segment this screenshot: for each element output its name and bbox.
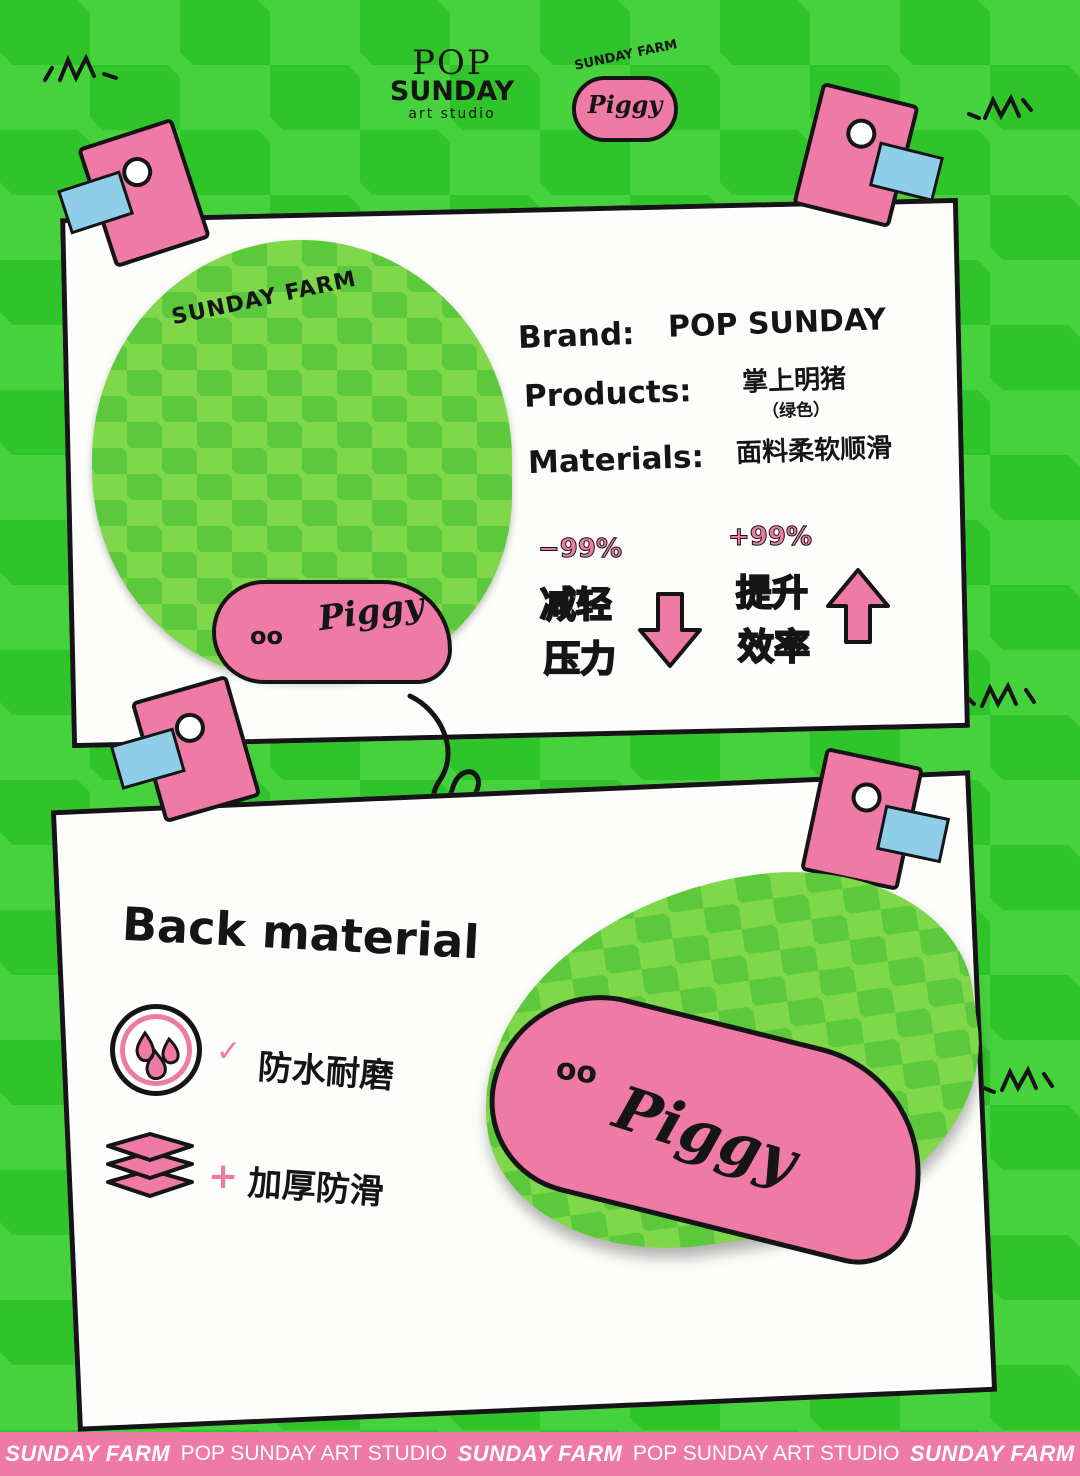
footer-item-studio: POP SUNDAY ART STUDIO <box>180 1442 448 1465</box>
stat-left-line2: 压力 <box>543 638 617 681</box>
products-label: Products: <box>523 373 693 415</box>
feature2-text: 加厚防滑 <box>246 1163 385 1213</box>
scribble-decoration-top-right <box>967 93 1033 121</box>
feature1-text: 防水耐磨 <box>256 1047 395 1097</box>
badge-pig-text: Piggy <box>587 90 663 119</box>
stat-right-line2: 效率 <box>737 626 811 669</box>
feature1-check-mark: ✓ <box>216 1034 242 1069</box>
logo-line-sunday: SUNDAY <box>389 76 515 107</box>
badge-top-text: SUNDAY FARM <box>573 37 679 74</box>
scribble-decoration-top-left <box>43 53 118 83</box>
scribble-decoration-mid-right <box>962 681 1036 709</box>
materials-value: 面料柔软顺滑 <box>735 433 893 469</box>
pad-pig-wrist-rest <box>212 580 452 684</box>
water-drops-icon <box>110 1004 202 1096</box>
layers-stack-icon <box>106 1132 194 1198</box>
stat-left-line1: 减轻 <box>539 584 613 627</box>
footer-item-sunday-farm: SUNDAY FARM <box>909 1441 1075 1466</box>
brand-label: Brand: <box>517 315 636 357</box>
arrow-down-icon <box>638 592 702 668</box>
pad-angled-pig-eyes: oo <box>553 1051 600 1092</box>
footer-item-sunday-farm: SUNDAY FARM <box>5 1441 171 1466</box>
footer-item-studio: POP SUNDAY ART STUDIO <box>632 1442 900 1465</box>
products-value: 掌上明猪 <box>741 364 847 398</box>
stat-right-line1: 提升 <box>735 572 809 615</box>
arrow-up-icon <box>826 568 890 644</box>
products-sub: （绿色） <box>761 399 831 423</box>
sunday-farm-piggy-badge: SUNDAY FARM Piggy <box>566 37 686 142</box>
feature2-plus-mark: + <box>208 1156 239 1197</box>
pop-sunday-logo: POP SUNDAY art studio <box>386 43 518 122</box>
footer-banner: SUNDAY FARM POP SUNDAY ART STUDIO SUNDAY… <box>0 1432 1080 1476</box>
footer-item-sunday-farm: SUNDAY FARM <box>457 1441 623 1466</box>
logo-line-pop: POP <box>412 43 492 83</box>
badge-pig-body <box>572 76 678 142</box>
stat-left-percent: −99% <box>537 534 623 565</box>
scribble-decoration-lower-right <box>982 1065 1054 1094</box>
materials-label: Materials: <box>527 438 705 482</box>
logo-line-studio: art studio <box>408 106 496 122</box>
pad-pig-eyes: oo <box>250 622 283 650</box>
stat-right-percent: +99% <box>727 522 813 553</box>
